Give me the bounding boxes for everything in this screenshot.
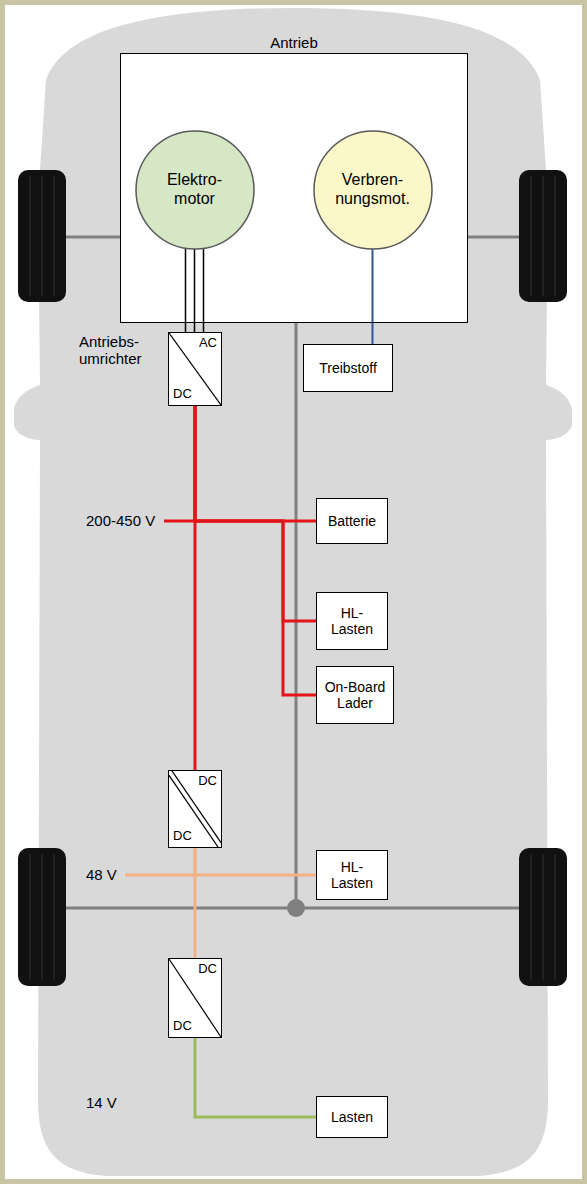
bus-stub <box>125 874 196 877</box>
group-heading: Antrieb <box>270 34 318 51</box>
voltage-label: 14 V <box>86 1094 117 1112</box>
converter-diagonal <box>169 772 219 847</box>
wheels <box>18 170 567 986</box>
converter-diagonal <box>171 771 221 846</box>
group-fill <box>120 53 468 323</box>
front-axle <box>66 236 120 239</box>
converter-box: Antriebs- umrichterACDC <box>168 332 222 406</box>
component-box: HL- Lasten <box>316 592 388 650</box>
port-label: AC <box>199 336 217 351</box>
node-text: HL- Lasten <box>325 859 379 891</box>
converter-box: DC DC <box>168 770 222 848</box>
power-line <box>195 848 316 875</box>
node-text: Elektro- motor <box>153 171 237 208</box>
page-ground <box>5 5 582 1179</box>
group-box: AntriebElektro- motorVerbren- nungsmot. <box>120 53 468 323</box>
phase-wires <box>186 248 204 332</box>
motor-circle: Verbren- nungsmot. <box>313 130 433 250</box>
node-text: Batterie <box>328 513 376 529</box>
power-line <box>195 1038 316 1117</box>
front-axle <box>468 236 519 239</box>
converter-name: Antriebs- umrichter <box>79 333 165 368</box>
power-line <box>195 406 316 521</box>
converter-box: DC DC <box>168 958 222 1038</box>
power-line <box>195 406 316 695</box>
motor-circle: Elektro- motor <box>135 130 255 250</box>
car-silhouette <box>14 8 572 1176</box>
converter-diagonal <box>169 959 221 1037</box>
bus-stub <box>164 520 196 523</box>
component-box: Lasten <box>316 1096 388 1138</box>
power-line <box>195 406 316 621</box>
node-text: Treibstoff <box>319 360 377 376</box>
circle-shape <box>314 131 432 249</box>
circle-shape <box>136 131 254 249</box>
port-label: DC <box>173 1019 192 1034</box>
node-text: HL- Lasten <box>325 605 379 637</box>
node-text: Verbren- nungsmot. <box>331 171 415 208</box>
component-box: Batterie <box>316 498 388 544</box>
voltage-label: 200-450 V <box>86 512 155 530</box>
differential-dot <box>287 899 305 917</box>
converter-diagonal <box>169 333 221 405</box>
component-box: Treibstoff <box>303 344 393 392</box>
node-text: On-Board Lader <box>323 679 387 711</box>
node-text: Lasten <box>331 1109 373 1125</box>
port-label: DC <box>198 962 217 977</box>
voltage-label: 48 V <box>86 866 117 884</box>
port-label: DC <box>173 387 192 402</box>
power-line <box>372 249 374 345</box>
component-box: HL- Lasten <box>316 850 388 900</box>
fill-layer <box>120 53 468 323</box>
wheel-tread <box>30 176 555 980</box>
port-label: DC <box>198 774 217 789</box>
component-box: On-Board Lader <box>316 666 394 724</box>
drive-shaft <box>295 323 298 908</box>
port-label: DC <box>173 829 192 844</box>
